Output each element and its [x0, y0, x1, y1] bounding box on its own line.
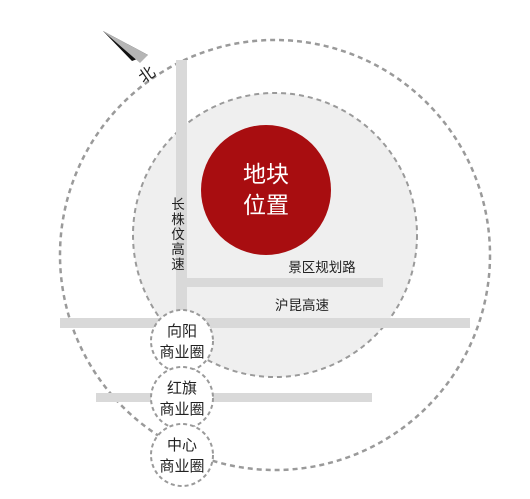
- district-name: 红旗: [167, 379, 197, 397]
- district-name: 中心: [167, 436, 197, 454]
- outer-radius-ring: [58, 38, 492, 472]
- site-label-line2: 位置: [243, 193, 289, 219]
- site-label-line1: 地块: [243, 162, 289, 188]
- changzhuling-char-3: 伩: [171, 227, 185, 243]
- road-hongqi: [96, 393, 372, 402]
- district-zhongxin: 中心 商业圈: [150, 423, 214, 487]
- north-label: 北: [135, 62, 159, 87]
- hukun-expressway-label: 沪昆高速: [275, 297, 329, 314]
- district-circle: [150, 366, 214, 430]
- north-arrow-icon: [103, 31, 148, 63]
- district-type: 商业圈: [159, 400, 204, 418]
- changzhuling-char-1: 长: [171, 197, 185, 213]
- changzhuling-char-5: 速: [171, 257, 185, 273]
- district-circle: [150, 309, 214, 373]
- jingqu-planned-road-label: 景区规划路: [288, 260, 356, 276]
- changzhuling-char-2: 株: [171, 212, 185, 228]
- road-hukun-expressway: [60, 318, 470, 328]
- district-name: 向阳: [167, 322, 197, 340]
- district-circle: [150, 423, 214, 487]
- district-hongqi: 红旗 商业圈: [150, 366, 214, 430]
- changzhuling-char-4: 高: [171, 241, 185, 258]
- site-location-marker: [201, 125, 331, 255]
- road-jingqu-planned-road: [185, 278, 383, 287]
- district-type: 商业圈: [159, 457, 204, 475]
- district-xiangyang: 向阳 商业圈: [150, 309, 214, 373]
- district-type: 商业圈: [159, 343, 204, 361]
- changzhuling-expressway-label: 长 株 伩 高 速: [171, 197, 185, 273]
- road-changzhuling-expressway: [176, 60, 187, 328]
